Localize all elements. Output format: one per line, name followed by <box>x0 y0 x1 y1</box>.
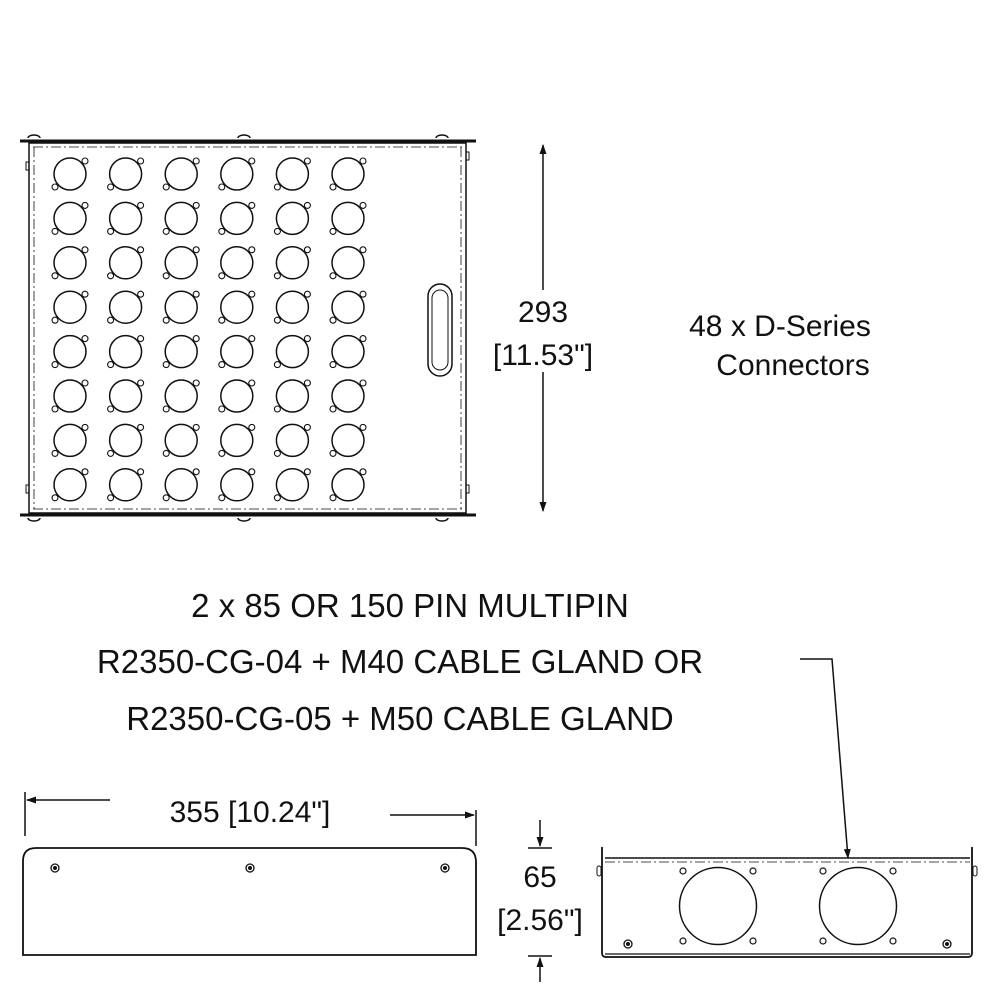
d-series-connector <box>218 468 256 502</box>
d-series-connector <box>51 379 89 413</box>
d-series-connector <box>162 423 200 458</box>
d-series-connector <box>218 290 256 324</box>
d-series-connector <box>329 290 367 324</box>
d-series-connector <box>218 246 256 280</box>
d-series-connector <box>329 201 367 236</box>
side-height-inches: [2.56"] <box>497 904 583 937</box>
end-view-panel <box>596 847 978 958</box>
d-series-connector <box>162 290 200 324</box>
d-series-connector <box>329 423 367 458</box>
d-series-connector <box>218 201 256 236</box>
multipin-note-line1: 2 x 85 OR 150 PIN MULTIPIN <box>191 587 629 624</box>
d-series-connector <box>273 290 311 324</box>
side-height-mm: 65 <box>523 861 556 894</box>
d-series-connector <box>329 468 367 502</box>
d-series-connector <box>218 157 256 191</box>
d-series-connector <box>107 334 145 369</box>
d-series-connector <box>51 201 89 236</box>
d-series-connector <box>218 334 256 369</box>
leader-arrow <box>800 658 851 859</box>
height-dimension-inches: [11.53"] <box>493 339 593 372</box>
handle-slot <box>427 283 453 377</box>
d-series-connector <box>273 334 311 369</box>
d-series-connector <box>329 379 367 413</box>
d-series-connector <box>162 246 200 280</box>
d-series-connector <box>329 334 367 369</box>
width-dimension-text: 355 [10.24"] <box>170 796 331 829</box>
d-series-connector <box>51 246 89 280</box>
d-series-connector <box>107 157 145 191</box>
top-view-panel <box>20 134 476 522</box>
d-series-connector <box>162 379 200 413</box>
d-series-connector <box>218 379 256 413</box>
d-series-connector <box>273 157 311 191</box>
d-series-connector <box>51 290 89 324</box>
d-series-connector <box>107 246 145 280</box>
height-dimension-65 <box>528 820 552 982</box>
d-series-connector <box>273 201 311 236</box>
width-dimension-355 <box>24 792 477 846</box>
d-series-connector <box>107 379 145 413</box>
d-series-connector <box>162 468 200 502</box>
connector-note-line2: Connectors <box>716 349 869 382</box>
cable-gland-hole-1 <box>678 866 758 946</box>
d-series-connector <box>329 246 367 280</box>
d-series-connector <box>107 290 145 324</box>
d-series-connector <box>162 334 200 369</box>
multipin-note-line3: R2350-CG-05 + M50 CABLE GLAND <box>126 700 673 737</box>
side-view-panel <box>22 847 477 956</box>
d-series-connector <box>51 157 89 191</box>
d-series-connector <box>51 334 89 369</box>
d-series-connector <box>273 423 311 458</box>
d-series-connector <box>107 423 145 458</box>
d-series-connector <box>51 468 89 502</box>
d-series-connector <box>107 468 145 502</box>
d-series-connector <box>273 246 311 280</box>
d-series-connector <box>162 201 200 236</box>
height-dimension-mm: 293 <box>518 296 568 329</box>
d-series-connector <box>162 157 200 191</box>
d-series-connector <box>273 379 311 413</box>
d-series-connector <box>107 201 145 236</box>
d-series-connector <box>329 157 367 191</box>
d-series-connector <box>218 423 256 458</box>
cable-gland-hole-2 <box>818 866 898 946</box>
connector-grid <box>51 157 367 502</box>
d-series-connector <box>273 468 311 502</box>
d-series-connector <box>51 423 89 458</box>
multipin-note-line2: R2350-CG-04 + M40 CABLE GLAND OR <box>97 643 703 680</box>
connector-note-line1: 48 x D-Series <box>689 310 871 343</box>
